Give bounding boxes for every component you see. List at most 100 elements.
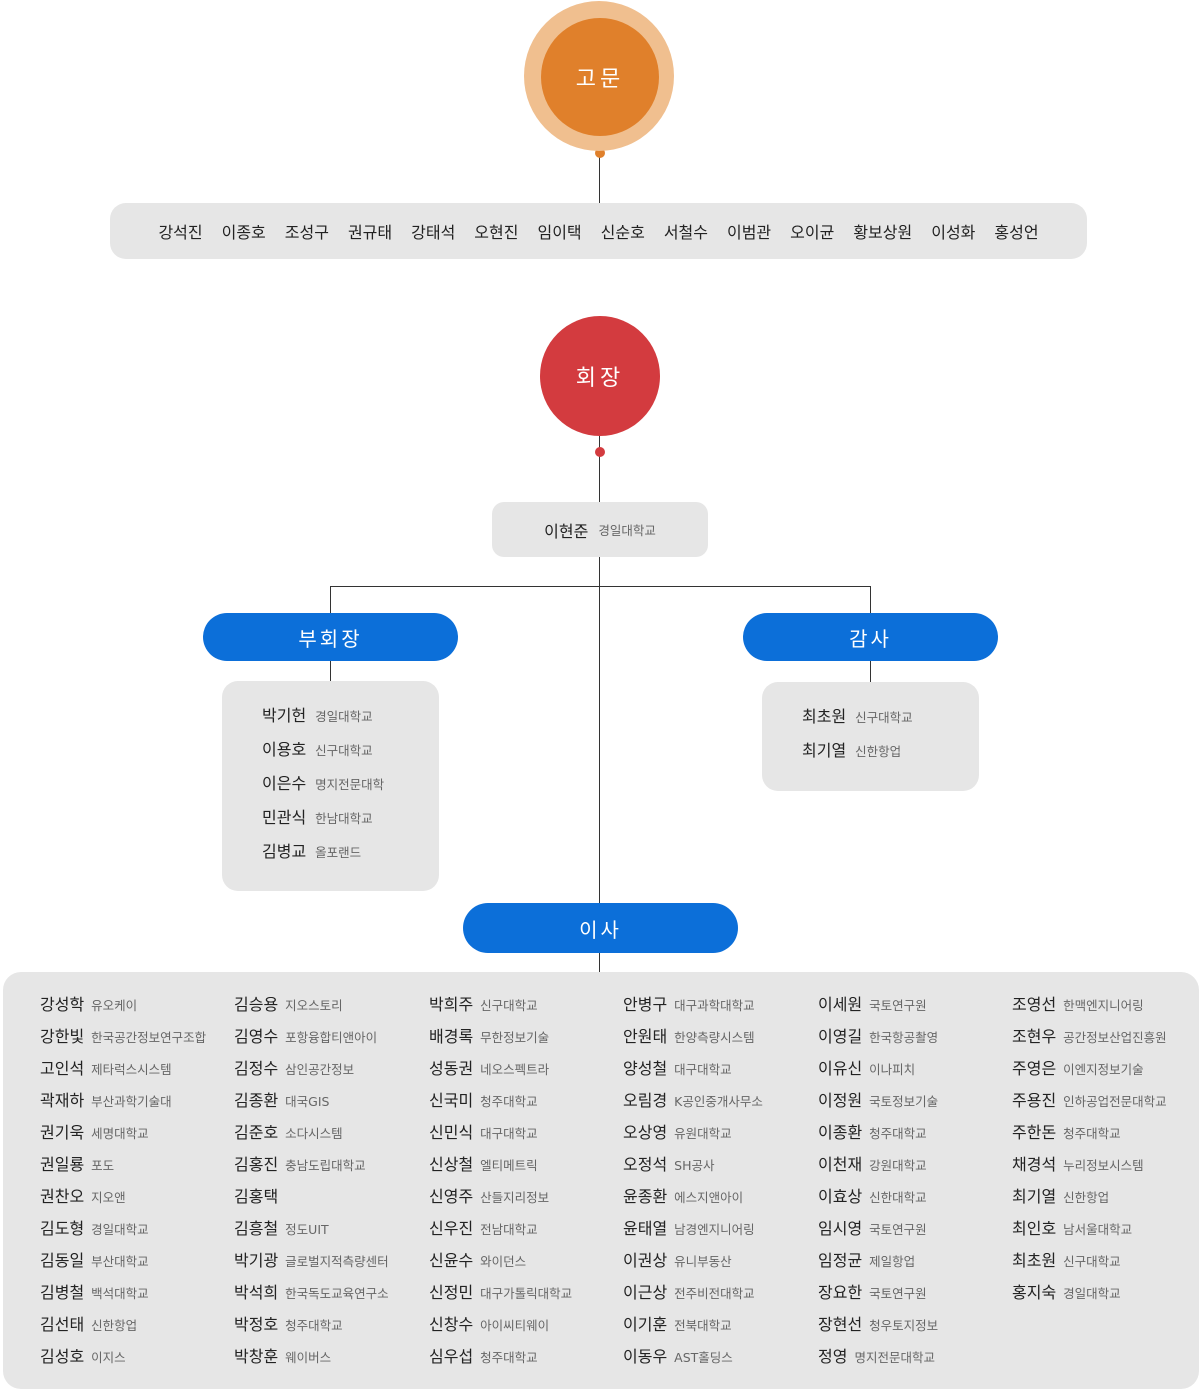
- member-entry: 이유신 이나피치: [818, 1055, 938, 1087]
- member-name: 김흥철: [234, 1219, 279, 1238]
- advisor-name: 오이균: [790, 223, 835, 242]
- member-org: 경일대학교: [315, 709, 373, 724]
- member-org: 신한항업: [1063, 1190, 1110, 1205]
- member-org: 전남대학교: [480, 1222, 538, 1237]
- member-org: 대구가톨릭대학교: [480, 1286, 573, 1301]
- member-entry: 신정민 대구가톨릭대학교: [429, 1279, 572, 1311]
- member-name: 박창훈: [234, 1347, 279, 1366]
- member-org: 신구대학교: [315, 743, 373, 758]
- member-entry: 김홍택: [234, 1183, 389, 1215]
- member-org: 청주대학교: [869, 1126, 927, 1141]
- member-org: 남서울대학교: [1063, 1222, 1133, 1237]
- member-entry: 안원태 한양측량시스템: [623, 1023, 763, 1055]
- member-name: 장요한: [818, 1283, 863, 1302]
- member-name: 오정석: [623, 1155, 668, 1174]
- main-trunk: [599, 557, 600, 972]
- member-name: 홍지숙: [1012, 1283, 1057, 1302]
- vice-president-box: [222, 681, 439, 891]
- member-name: 안병구: [623, 995, 668, 1014]
- member-org: 인하공업전문대학교: [1063, 1094, 1167, 1109]
- member-org: 청주대학교: [285, 1318, 343, 1333]
- member-name: 심우섭: [429, 1347, 474, 1366]
- member-name: 강성학: [40, 995, 85, 1014]
- member-entry: 이은수 명지전문대학: [262, 770, 384, 804]
- member-org: 공간정보산업진흥원: [1063, 1030, 1167, 1045]
- advisor-connector-dot: [595, 148, 605, 158]
- advisor-name: 신순호: [600, 223, 645, 242]
- advisor-name: 이종호: [221, 223, 266, 242]
- member-name: 박기광: [234, 1251, 279, 1270]
- advisor-name: 강석진: [158, 223, 203, 242]
- member-org: K공인중개사무소: [674, 1094, 763, 1109]
- member-name: 신정민: [429, 1283, 474, 1302]
- member-entry: 홍지숙 경일대학교: [1012, 1279, 1167, 1311]
- member-name: 이천재: [818, 1155, 863, 1174]
- member-org: 신한항업: [855, 744, 902, 759]
- member-name: 윤태열: [623, 1219, 668, 1238]
- member-name: 안원태: [623, 1027, 668, 1046]
- member-name: 권일룡: [40, 1155, 85, 1174]
- member-name: 김병철: [40, 1283, 85, 1302]
- member-org: 신한대학교: [869, 1190, 927, 1205]
- member-org: 전주비전대학교: [674, 1286, 755, 1301]
- advisor-name: 오현진: [474, 223, 519, 242]
- member-name: 이권상: [623, 1251, 668, 1270]
- member-name: 채경석: [1012, 1155, 1057, 1174]
- member-org: 한국공간정보연구조합: [91, 1030, 207, 1045]
- member-name: 이은수: [262, 774, 307, 793]
- member-name: 오림경: [623, 1091, 668, 1110]
- member-org: 무한정보기술: [480, 1030, 550, 1045]
- member-name: 이유신: [818, 1059, 863, 1078]
- member-org: 올포랜드: [315, 845, 362, 860]
- member-org: 명지전문대학: [315, 777, 385, 792]
- member-entry: 윤태열 남경엔지니어링: [623, 1215, 763, 1247]
- member-org: 와이던스: [480, 1254, 527, 1269]
- member-org: 부산대학교: [91, 1254, 149, 1269]
- member-name: 신윤수: [429, 1251, 474, 1270]
- member-name: 김성호: [40, 1347, 85, 1366]
- member-org: 제타럭스시스템: [91, 1062, 172, 1077]
- member-org: 한양측량시스템: [674, 1030, 755, 1045]
- branch-horizontal: [330, 586, 871, 587]
- member-name: 민관식: [262, 808, 307, 827]
- member-org: 이나피치: [869, 1062, 916, 1077]
- president-box: 이현준 경일대학교: [492, 502, 708, 557]
- member-org: 이엔지정보기술: [1063, 1062, 1144, 1077]
- member-name: 이영길: [818, 1027, 863, 1046]
- member-org: 경일대학교: [1063, 1286, 1121, 1301]
- member-org: 대국GIS: [285, 1094, 330, 1109]
- president-connector: [599, 436, 600, 503]
- member-org: 충남도립대학교: [285, 1158, 366, 1173]
- member-org: 제일항업: [869, 1254, 916, 1269]
- member-org: 국토정보기술: [869, 1094, 939, 1109]
- member-name: 이용호: [262, 740, 307, 759]
- member-org: 남경엔지니어링: [674, 1222, 755, 1237]
